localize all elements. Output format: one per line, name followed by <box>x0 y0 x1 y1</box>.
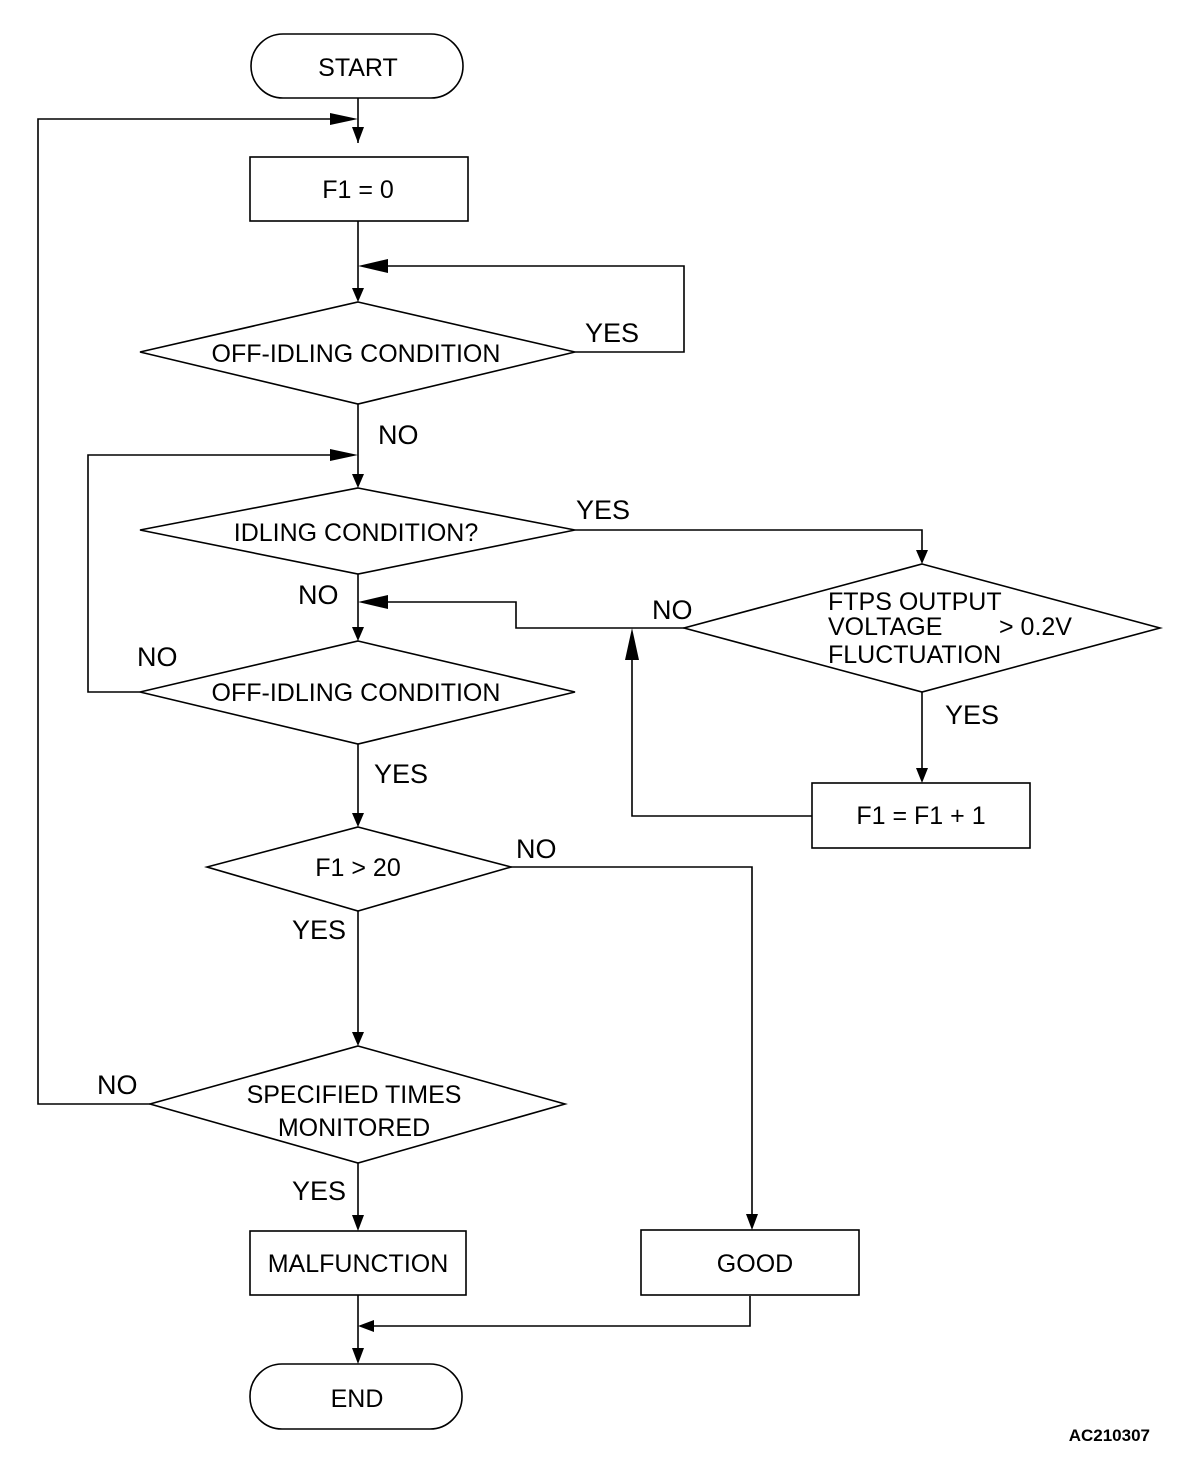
figure-code: AC210307 <box>1069 1426 1150 1445</box>
node-increment-label: F1 = F1 + 1 <box>856 802 985 830</box>
flow-offidle1-yes-loop <box>372 265 685 353</box>
edge-label-offidle1-no: NO <box>378 420 419 450</box>
arrowhead-down-idling <box>352 474 364 488</box>
arrowhead-left-good-join <box>358 1320 374 1332</box>
decision-ftps-line2-value: > 0.2V <box>999 613 1072 641</box>
arrowhead-down-ftps <box>916 550 928 564</box>
arrowhead-right-offidle2-no <box>330 449 358 461</box>
arrowhead-down-offidle1 <box>352 288 364 302</box>
edge-label-f1check-yes: YES <box>292 915 346 945</box>
node-start-label: START <box>318 54 398 82</box>
decision-offidle2: OFF-IDLING CONDITION <box>139 640 576 745</box>
edge-label-offidle1-yes: YES <box>585 318 639 348</box>
arrowhead-up-increment-return <box>625 628 639 660</box>
edge-label-ftps-no: NO <box>652 595 693 625</box>
node-good: GOOD <box>640 1229 860 1296</box>
arrowhead-down-specified <box>352 1032 364 1046</box>
arrowhead-down-init <box>352 127 364 143</box>
decision-specified-line1: SPECIFIED TIMES <box>247 1081 462 1109</box>
arrowhead-down-good <box>746 1214 758 1230</box>
flow-idling-yes <box>575 529 923 550</box>
decision-offidle1: OFF-IDLING CONDITION <box>139 301 576 405</box>
flow-increment-return <box>631 646 812 817</box>
node-end: END <box>249 1363 463 1430</box>
arrowhead-left-offidle1-yes <box>358 259 388 273</box>
flow-good-to-end <box>372 1296 751 1327</box>
flow-specified-no-loop <box>37 118 344 1105</box>
edge-labels: YES NO YES NO NO NO YES YES NO YES NO YE… <box>97 318 999 1206</box>
decision-f1check: F1 > 20 <box>204 826 515 912</box>
decision-f1check-label: F1 > 20 <box>315 854 400 882</box>
node-start: START <box>250 33 464 99</box>
node-init-label: F1 = 0 <box>322 176 394 204</box>
decision-idling-label: IDLING CONDITION? <box>234 519 478 547</box>
decision-idling: IDLING CONDITION? <box>139 487 576 575</box>
decision-specified-line2: MONITORED <box>278 1114 430 1142</box>
edge-label-f1check-no: NO <box>516 834 557 864</box>
arrowhead-left-ftps-no <box>358 595 388 609</box>
edge-label-specified-yes: YES <box>292 1176 346 1206</box>
decision-ftps-line1: FTPS OUTPUT <box>828 588 1002 616</box>
node-end-label: END <box>331 1385 384 1413</box>
node-increment: F1 = F1 + 1 <box>811 782 1031 849</box>
decision-ftps-line3: FLUCTUATION <box>828 641 1001 669</box>
flow-offidle2-no-loop <box>87 454 344 693</box>
arrowhead-down-f1check <box>352 813 364 827</box>
decision-ftps-line2: VOLTAGE <box>828 613 942 641</box>
arrowheads <box>330 113 928 1364</box>
node-malfunction: MALFUNCTION <box>249 1230 467 1296</box>
connectors <box>37 98 923 1350</box>
decision-ftps: FTPS OUTPUT VOLTAGE > 0.2V FLUCTUATION <box>680 563 1164 693</box>
node-good-label: GOOD <box>717 1250 793 1278</box>
node-malfunction-label: MALFUNCTION <box>268 1250 449 1278</box>
edge-label-idling-yes: YES <box>576 495 630 525</box>
arrowhead-down-increment <box>916 768 928 783</box>
arrowhead-down-end <box>352 1348 364 1364</box>
arrowhead-down-malfunction <box>352 1215 364 1231</box>
node-init: F1 = 0 <box>249 156 469 222</box>
arrowhead-down-offidle2 <box>352 627 364 641</box>
arrowhead-left-top-loop <box>330 113 358 125</box>
edge-label-offidle2-yes: YES <box>374 759 428 789</box>
edge-label-ftps-yes: YES <box>945 700 999 730</box>
edge-label-offidle2-no: NO <box>137 642 178 672</box>
decision-offidle1-label: OFF-IDLING CONDITION <box>212 340 501 368</box>
flow-f1check-no <box>511 866 753 1216</box>
edge-label-specified-no: NO <box>97 1070 138 1100</box>
edge-label-idling-no: NO <box>298 580 339 610</box>
decision-specified: SPECIFIED TIMES MONITORED <box>147 1045 568 1164</box>
flow-ftps-no <box>372 601 684 629</box>
decision-offidle2-label: OFF-IDLING CONDITION <box>212 679 501 707</box>
